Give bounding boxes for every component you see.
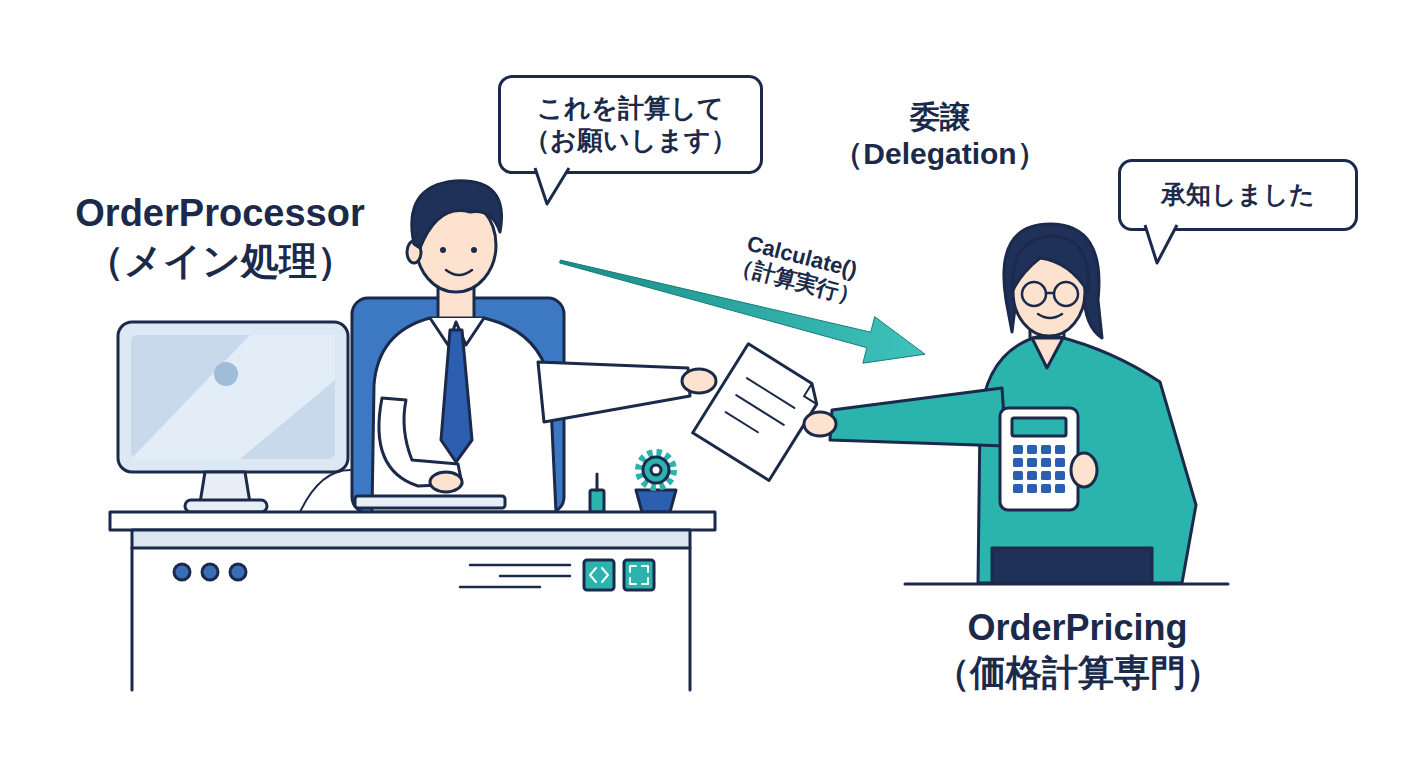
woman-arm [830,388,1006,446]
paper-line [726,412,758,432]
screen-glare [131,335,335,459]
man-hand [682,369,716,393]
concept-label: 委譲 （Delegation） [810,98,1070,173]
woman-top [978,336,1196,583]
smile [1038,314,1062,318]
desk-line [470,564,570,567]
document [693,344,825,481]
desk-top [110,512,715,530]
pen [596,474,599,490]
ground-line [905,583,1228,586]
bubble-tail [523,168,583,212]
bubble-tail-outline [1145,225,1177,263]
monitor [118,322,348,472]
calculator-display [1012,418,1066,436]
paper-line [736,395,783,425]
smile [446,270,472,275]
gear [643,457,669,483]
speech-bubble: 承知しました [1118,159,1358,230]
paper-line [747,378,794,408]
frame-icon [624,560,654,590]
v-neck [1032,338,1063,368]
man-hair [412,181,502,248]
bubble-tail-fill [535,167,569,204]
glasses-bridge [1046,292,1054,295]
code-icon [584,560,614,590]
method-call-label: Calculate() （計算実行） [705,221,893,317]
pot [636,490,676,512]
calculator [1000,408,1078,510]
bubble-tail-fill [1145,224,1177,263]
bubble-tail [1133,225,1193,269]
component-name: OrderPricing （価格計算専門） [925,605,1230,695]
chair [352,298,564,513]
monitor-base [185,500,267,512]
desk-light [174,564,190,580]
desk-light [230,564,246,580]
component-label: OrderPricing （価格計算専門） [925,215,1230,695]
cable [300,470,350,512]
monitor-logo [214,362,238,386]
shirt [372,318,556,512]
glasses [1022,282,1046,306]
man-hand [430,472,462,492]
woman-hand [804,412,836,436]
bubble-text: 承知しました [1161,179,1315,210]
man-arm [538,362,690,422]
bubble-text: これを計算して （お願いします） [523,92,738,157]
woman-hand [1071,453,1097,487]
desk-side [689,548,692,690]
monitor-screen [131,335,335,459]
frame-symbol [630,566,648,584]
glasses [1054,282,1078,306]
desk-band [132,530,690,548]
desk-line [500,575,570,578]
component-label: OrderProcessor （メイン処理） [30,190,560,300]
speech-bubble: これを計算して （お願いします） [498,75,763,174]
pen-holder [590,490,604,512]
gear-teeth [639,453,673,487]
code-symbol [590,568,608,582]
bubble-tail-outline [535,168,569,204]
gear-hole [651,465,661,475]
skirt [992,548,1152,583]
desk-line [460,586,540,589]
woman-hair-back [1004,224,1102,338]
tie [441,330,472,462]
keyboard [355,496,505,508]
woman-hair [1013,236,1089,292]
calculator-keys [1012,444,1068,496]
eye [440,247,446,253]
monitor-stand [200,472,250,503]
component-name: OrderProcessor （メイン処理） [30,190,410,285]
eye [471,247,477,253]
paper [693,344,825,481]
desk-light [202,564,218,580]
paper-fold [804,383,825,404]
desk-side [131,548,134,690]
